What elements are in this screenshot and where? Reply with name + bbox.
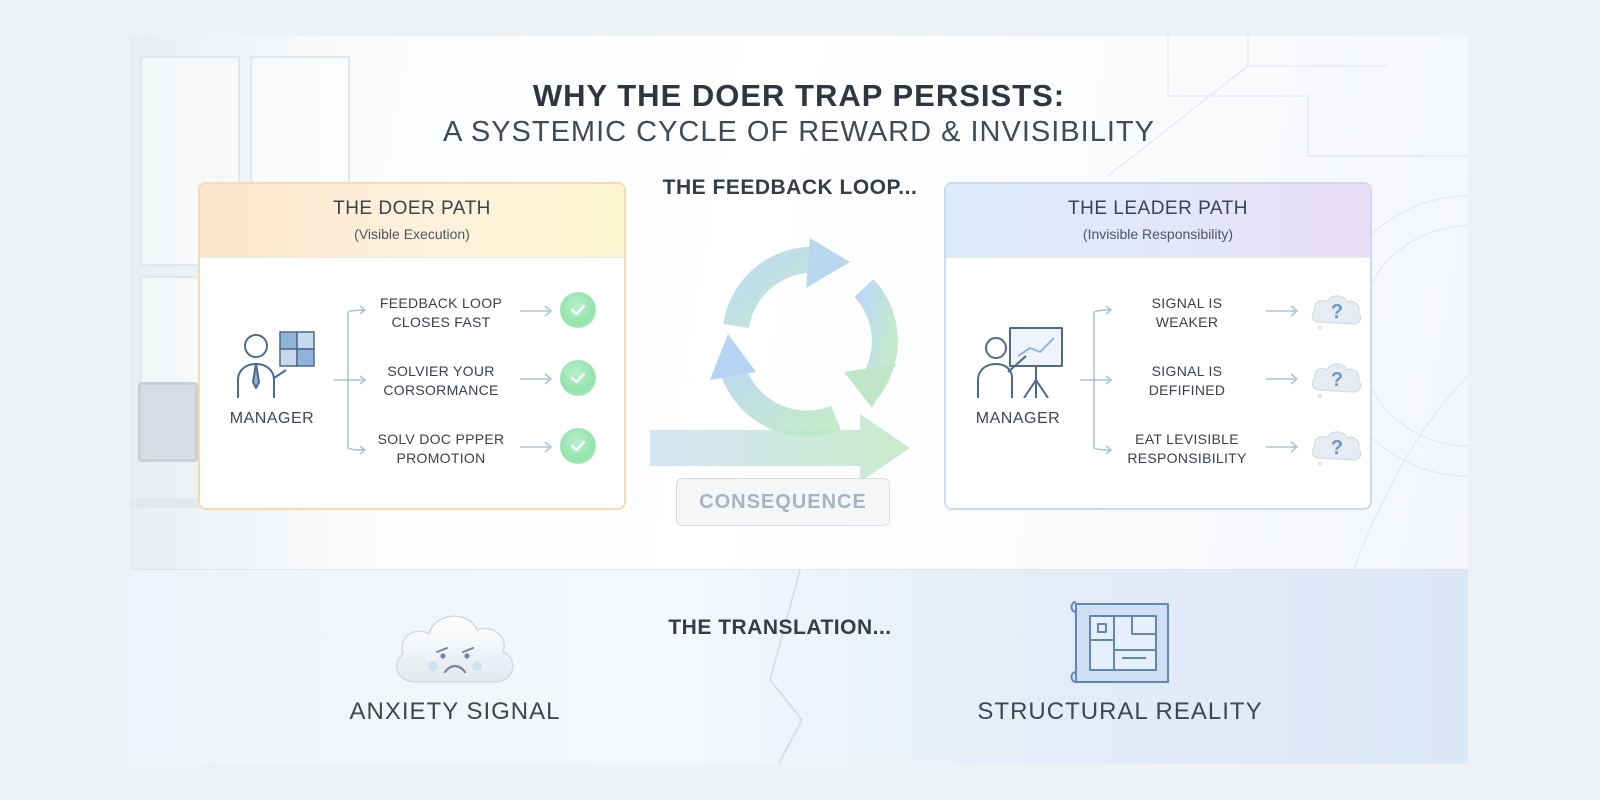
arrow-right-icon: [520, 305, 553, 317]
doer-path-subtitle: (Visible Execution): [354, 226, 470, 242]
structural-reality-label: STRUCTURAL REALITY: [977, 698, 1263, 725]
question-cloud-icon: ?: [1311, 363, 1362, 399]
doer-item-3: SOLV DOC PPPER PROMOTION: [366, 426, 616, 470]
leader-path-panel: THE LEADER PATH (Invisible Responsibilit…: [944, 182, 1372, 510]
blueprint-icon: [1070, 601, 1169, 683]
doer-item-3-line2: PROMOTION: [396, 450, 486, 466]
arrow-right-icon: [1266, 373, 1299, 385]
leader-item-3-line2: RESPONSIBILITY: [1127, 450, 1247, 466]
leader-manager-label: MANAGER: [975, 410, 1061, 427]
leader-item-1: SIGNAL IS WEAKER ?: [1112, 290, 1362, 334]
zigzag-divider: [768, 570, 804, 764]
leader-item-2: SIGNAL IS DEFIFINED ?: [1112, 358, 1362, 402]
doer-path-title: THE DOER PATH: [333, 198, 491, 219]
leader-item-3-line1: EAT LEVISIBLE: [1135, 431, 1239, 447]
question-mark: ?: [1331, 301, 1343, 323]
doer-item-2: SOLVIER YOUR CORSORMANCE: [366, 358, 616, 402]
leader-item-2-line2: DEFIFINED: [1148, 382, 1226, 398]
check-icon: [560, 292, 596, 328]
translation-section: THE TRANSLATION... ANXIETY SIGNAL: [130, 569, 1468, 764]
leader-item-2-line1: SIGNAL IS: [1151, 363, 1223, 379]
page-subtitle: A SYSTEMIC CYCLE OF REWARD & INVISIBILIT…: [443, 116, 1155, 148]
consequence-badge: CONSEQUENCE: [676, 478, 890, 526]
doer-branch-connector: [334, 305, 367, 455]
manager-puzzle-icon: [237, 331, 315, 398]
doer-item-1: FEEDBACK LOOP CLOSES FAST: [366, 290, 616, 334]
doer-item-2-line1: SOLVIER YOUR: [387, 363, 495, 379]
monitor-icon: [138, 382, 198, 462]
translation-label: THE TRANSLATION...: [668, 616, 892, 639]
check-icon: [560, 360, 596, 396]
doer-item-2-line2: CORSORMANCE: [383, 382, 499, 398]
doer-item-1-line2: CLOSES FAST: [391, 314, 491, 330]
arrow-right-icon: [1266, 441, 1299, 453]
anxious-cloud-icon: [396, 615, 514, 683]
leader-item-1-line2: WEAKER: [1155, 314, 1219, 330]
infographic-canvas: WHY THE DOER TRAP PERSISTS: A SYSTEMIC C…: [130, 36, 1468, 764]
question-mark: ?: [1331, 369, 1343, 391]
arrow-right-icon: [520, 441, 553, 453]
leader-item-3: EAT LEVISIBLE RESPONSIBILITY ?: [1112, 426, 1362, 470]
arrow-right-icon: [1266, 305, 1299, 317]
feedback-loop-label: THE FEEDBACK LOOP...: [662, 176, 918, 199]
leader-path-subtitle: (Invisible Responsibility): [1082, 226, 1234, 242]
question-mark: ?: [1331, 437, 1343, 459]
arrow-right-icon: [520, 373, 553, 385]
check-icon: [560, 428, 596, 464]
leader-path-header: THE LEADER PATH (Invisible Responsibilit…: [946, 184, 1370, 258]
feedback-loop-cycle-icon: [650, 238, 910, 482]
leader-item-1-line1: SIGNAL IS: [1151, 295, 1223, 311]
doer-item-1-line1: FEEDBACK LOOP: [379, 295, 503, 311]
question-cloud-icon: ?: [1311, 295, 1362, 331]
question-cloud-icon: ?: [1311, 431, 1362, 467]
doer-item-3-line1: SOLV DOC PPPER: [377, 431, 505, 447]
doer-manager-label: MANAGER: [229, 410, 315, 427]
anxiety-signal-label: ANXIETY SIGNAL: [349, 698, 561, 725]
manager-presentation-icon: [977, 327, 1063, 398]
leader-branch-connector: [1080, 305, 1113, 455]
doer-path-panel: THE DOER PATH (Visible Execution) MANAGE: [198, 182, 626, 510]
leader-path-title: THE LEADER PATH: [1068, 198, 1248, 219]
page-title: WHY THE DOER TRAP PERSISTS:: [532, 78, 1066, 113]
doer-path-header: THE DOER PATH (Visible Execution): [200, 184, 624, 258]
